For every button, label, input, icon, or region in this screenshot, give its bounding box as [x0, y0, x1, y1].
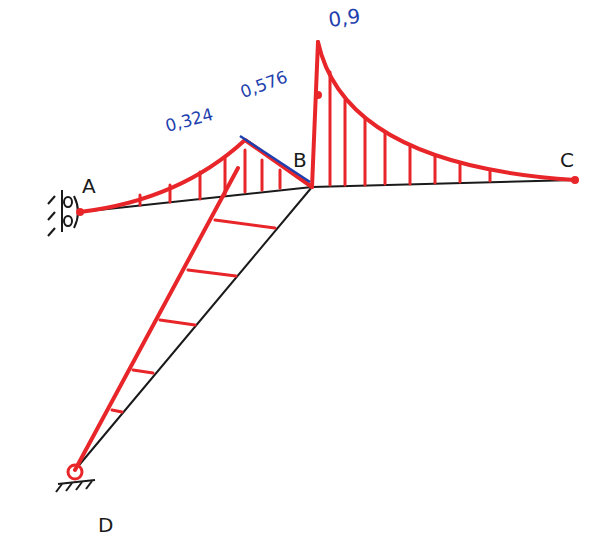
- moment-line-bd: [75, 168, 238, 470]
- node-letter: B: [293, 150, 307, 170]
- frame-column: [75, 187, 312, 470]
- support-d: [56, 465, 95, 492]
- moment-value: 0,324: [164, 106, 215, 135]
- moment-jump-b: [312, 42, 318, 187]
- node-letter: C: [560, 150, 574, 170]
- moment-curve-ab: [80, 140, 312, 212]
- moment-value: 0,9: [327, 6, 361, 30]
- moment-curve-bc: [318, 42, 575, 180]
- value-marker: [240, 136, 310, 182]
- moment-value: 0,576: [238, 68, 290, 101]
- joint-c: [571, 176, 579, 184]
- node-letter: A: [82, 176, 96, 196]
- node-letter: D: [98, 515, 113, 535]
- joint-a: [76, 208, 84, 216]
- support-a: [48, 190, 78, 236]
- hatching: [112, 72, 490, 412]
